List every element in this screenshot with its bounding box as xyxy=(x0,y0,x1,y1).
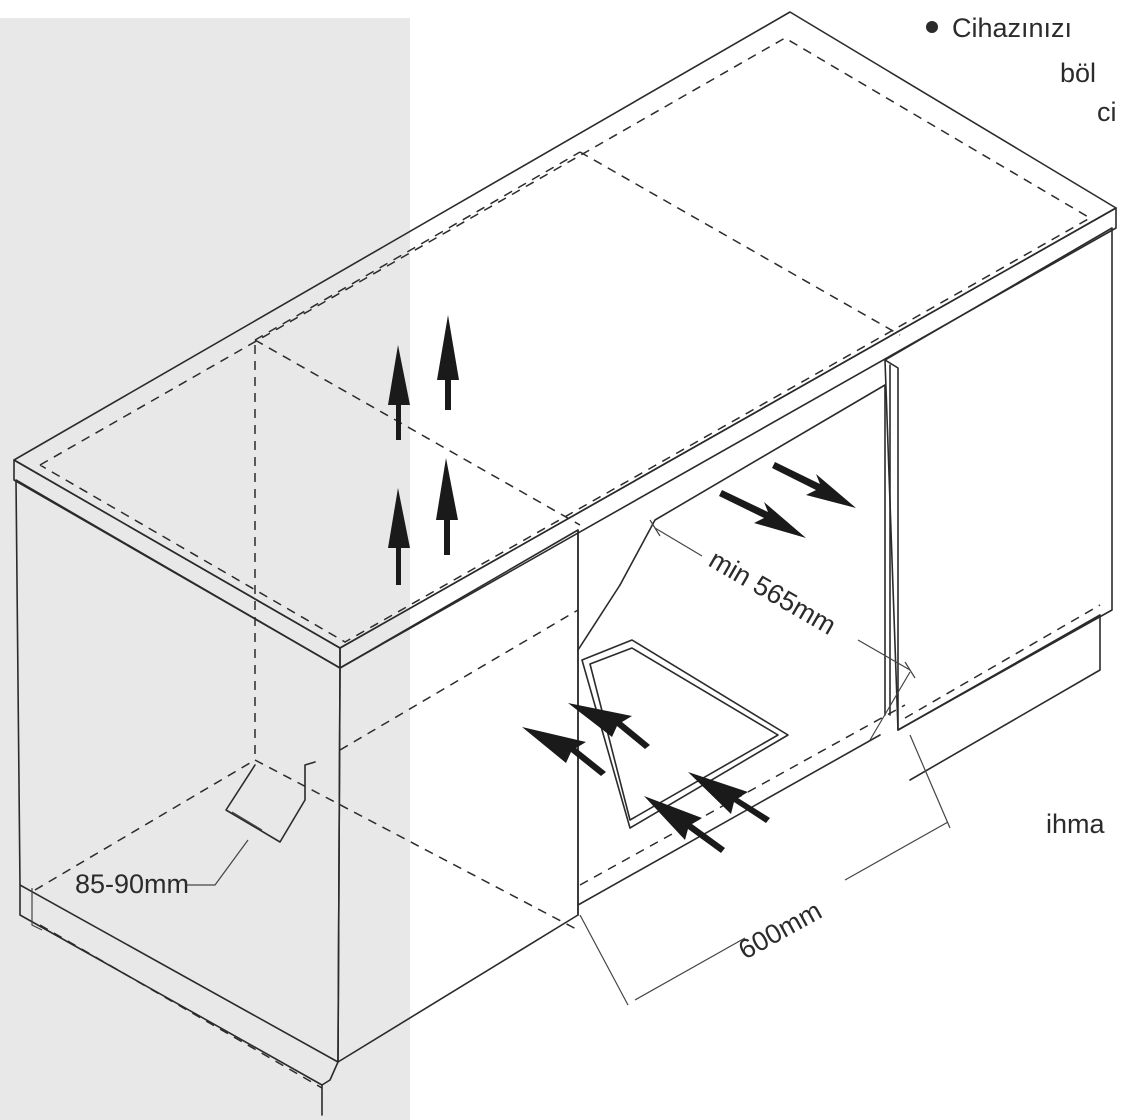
countertop xyxy=(13,11,1117,669)
left-cabinet xyxy=(15,345,579,1116)
width-dimension-label: 600mm xyxy=(733,895,826,965)
plinth-gap-label: 85-90mm xyxy=(75,869,189,899)
arrow-up-icon xyxy=(436,458,458,555)
arrow-out-icon xyxy=(772,462,856,508)
countertop-side-edge xyxy=(339,207,1117,669)
right-cabinet-front xyxy=(884,227,1113,731)
arrow-in-icon xyxy=(644,796,725,853)
side-text-line-1: Cihazınızı xyxy=(952,13,1072,43)
side-text-line-4: ihma xyxy=(1046,809,1106,839)
airflow-arrows-horizontal xyxy=(522,462,856,853)
side-text-line-2: böl xyxy=(1060,58,1096,88)
arrow-in-icon xyxy=(568,703,650,749)
niche-floor-plate xyxy=(581,639,789,829)
backdrop-panel xyxy=(0,18,410,1120)
bullet-icon xyxy=(926,21,938,33)
dimension-lines xyxy=(31,519,951,1006)
arrow-up-icon xyxy=(388,345,410,440)
depth-dimension-label: min 565mm xyxy=(704,544,841,641)
arrow-up-icon xyxy=(388,488,410,585)
appliance-niche xyxy=(577,384,886,916)
arrow-up-icon xyxy=(437,315,459,410)
airflow-arrows-up xyxy=(388,315,459,585)
arrow-in-icon xyxy=(688,772,770,823)
arrow-in-icon xyxy=(522,727,606,776)
side-text-line-3: ci xyxy=(1097,97,1117,127)
right-cabinet xyxy=(579,227,1113,886)
arrow-out-icon xyxy=(719,490,806,538)
